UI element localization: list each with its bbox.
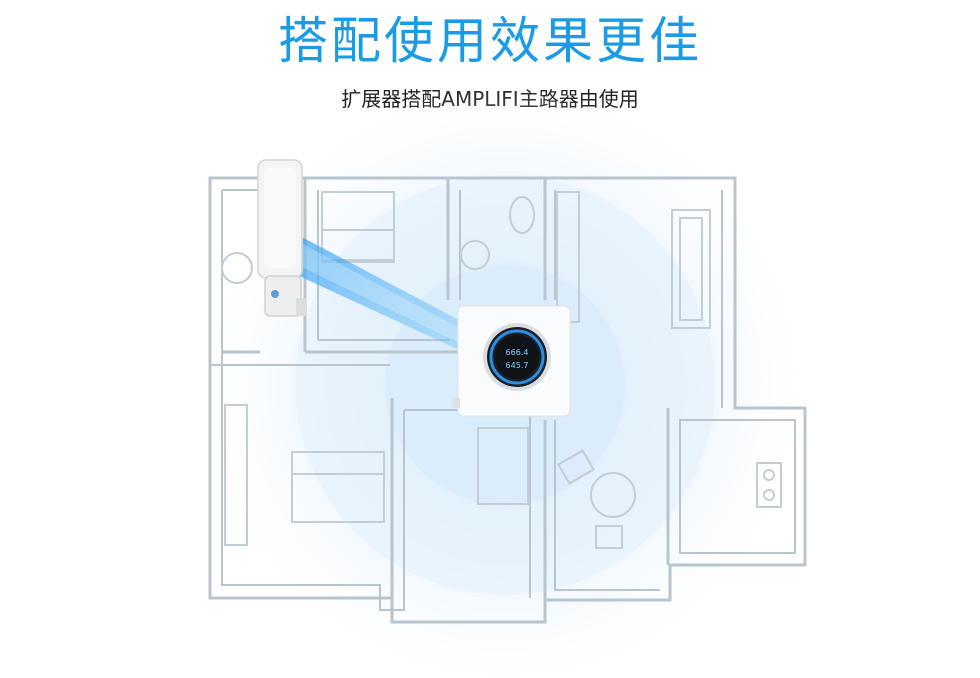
furniture: [221, 191, 782, 549]
table-icon: [590, 472, 636, 518]
counter: [477, 427, 529, 505]
sofa: [671, 209, 711, 329]
router-screen-line-2: 645.7: [506, 361, 529, 370]
sink-icon: [221, 252, 253, 284]
signal-beam: [260, 215, 478, 355]
page-title: 搭配使用效果更佳: [278, 12, 702, 70]
wardrobe: [224, 404, 248, 546]
stove-icon: [756, 462, 782, 508]
extender-logo-icon: [271, 290, 279, 298]
router-device: [452, 305, 571, 417]
router-screen-line-1: 666.4: [506, 348, 529, 357]
extender-device: [257, 159, 306, 317]
bed-top: [321, 191, 395, 263]
toilet-icon: [460, 240, 490, 270]
